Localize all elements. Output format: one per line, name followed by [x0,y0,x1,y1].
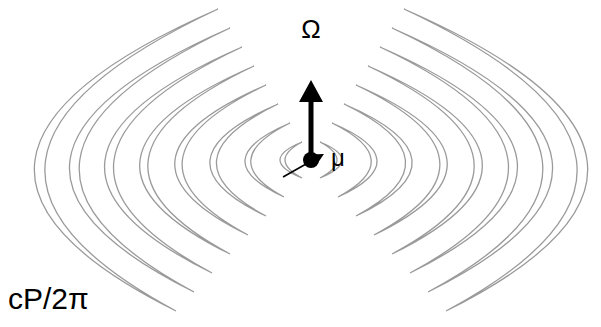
wavefront-arc [344,104,412,216]
spin-axis-arrow [309,100,314,160]
wavefront-arc [404,9,588,311]
wavefront-arc [210,104,278,216]
pulsar-dot [303,152,319,168]
spin-label: Ω [301,16,320,42]
spin-arrow-head [299,80,323,102]
wavefront-arc [392,28,553,292]
wavefront-arc [356,85,447,235]
light-cylinder-label: cP/2π [8,284,89,314]
wavefront-arcs [34,9,587,311]
wavefront-arc [380,47,517,273]
wavefront-arc [69,28,230,292]
moment-label: μ [331,146,345,170]
wavefront-arc [245,123,290,197]
wavefront-arc [332,123,377,197]
wavefront-arc [34,9,218,311]
wavefront-arc [105,47,242,273]
wavefront-arc [175,85,266,235]
